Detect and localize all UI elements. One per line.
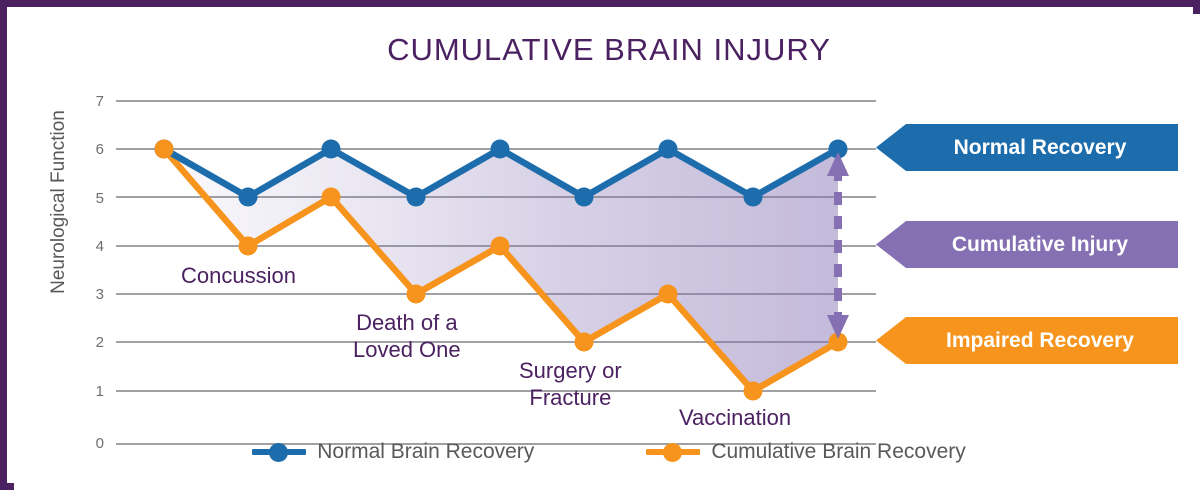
chart-legend: Normal Brain Recovery Cumulative Brain R… (16, 440, 1198, 464)
callout-impaired-recovery[interactable]: Impaired Recovery (876, 317, 1178, 364)
y-tick-0: 0 (95, 435, 104, 452)
legend-marker-normal-icon (252, 443, 307, 462)
y-tick-7: 7 (95, 93, 104, 110)
series-marker-origin (154, 139, 174, 159)
y-tick-5: 5 (95, 190, 104, 207)
annotation-surgery-line-1: Surgery or (519, 358, 622, 383)
legend-label-cumulative: Cumulative Brain Recovery (711, 440, 966, 463)
chart-graphics (116, 100, 876, 445)
infographic-inner: CUMULATIVE BRAIN INJURY Neurological Fun… (14, 14, 1200, 490)
legend-item-normal-brain-recovery[interactable]: Normal Brain Recovery (252, 440, 534, 464)
annotation-surgery-line-2: Fracture (529, 385, 612, 410)
annotation-vaccination: Vaccination (679, 405, 792, 430)
annotation-death-line-1: Death of a (356, 310, 458, 335)
y-tick-6: 6 (95, 141, 104, 158)
legend-item-cumulative-brain-recovery[interactable]: Cumulative Brain Recovery (646, 440, 966, 464)
annotation-concussion: Concussion (181, 263, 296, 288)
y-tick-1: 1 (95, 383, 104, 400)
callout-cumulative-injury[interactable]: Cumulative Injury (876, 221, 1178, 268)
chart-plot-area: Neurological Function 7 6 5 4 3 2 1 0 (16, 16, 1198, 488)
y-tick-2: 2 (95, 334, 104, 351)
page-title: CUMULATIVE BRAIN INJURY (387, 32, 831, 67)
legend-label-normal: Normal Brain Recovery (317, 440, 535, 463)
y-tick-3: 3 (95, 286, 104, 303)
callout-normal-recovery[interactable]: Normal Recovery (876, 124, 1178, 171)
annotation-death-of-a-loved-one: Death of a Loved One (353, 309, 461, 363)
cumulative-injury-fill (164, 149, 838, 391)
legend-marker-cumulative-icon (646, 443, 701, 462)
cumulative-injury-gap-arrow (827, 152, 849, 339)
annotation-surgery-or-fracture: Surgery or Fracture (519, 357, 622, 411)
annotation-death-line-2: Loved One (353, 337, 461, 362)
y-tick-4: 4 (95, 238, 104, 255)
